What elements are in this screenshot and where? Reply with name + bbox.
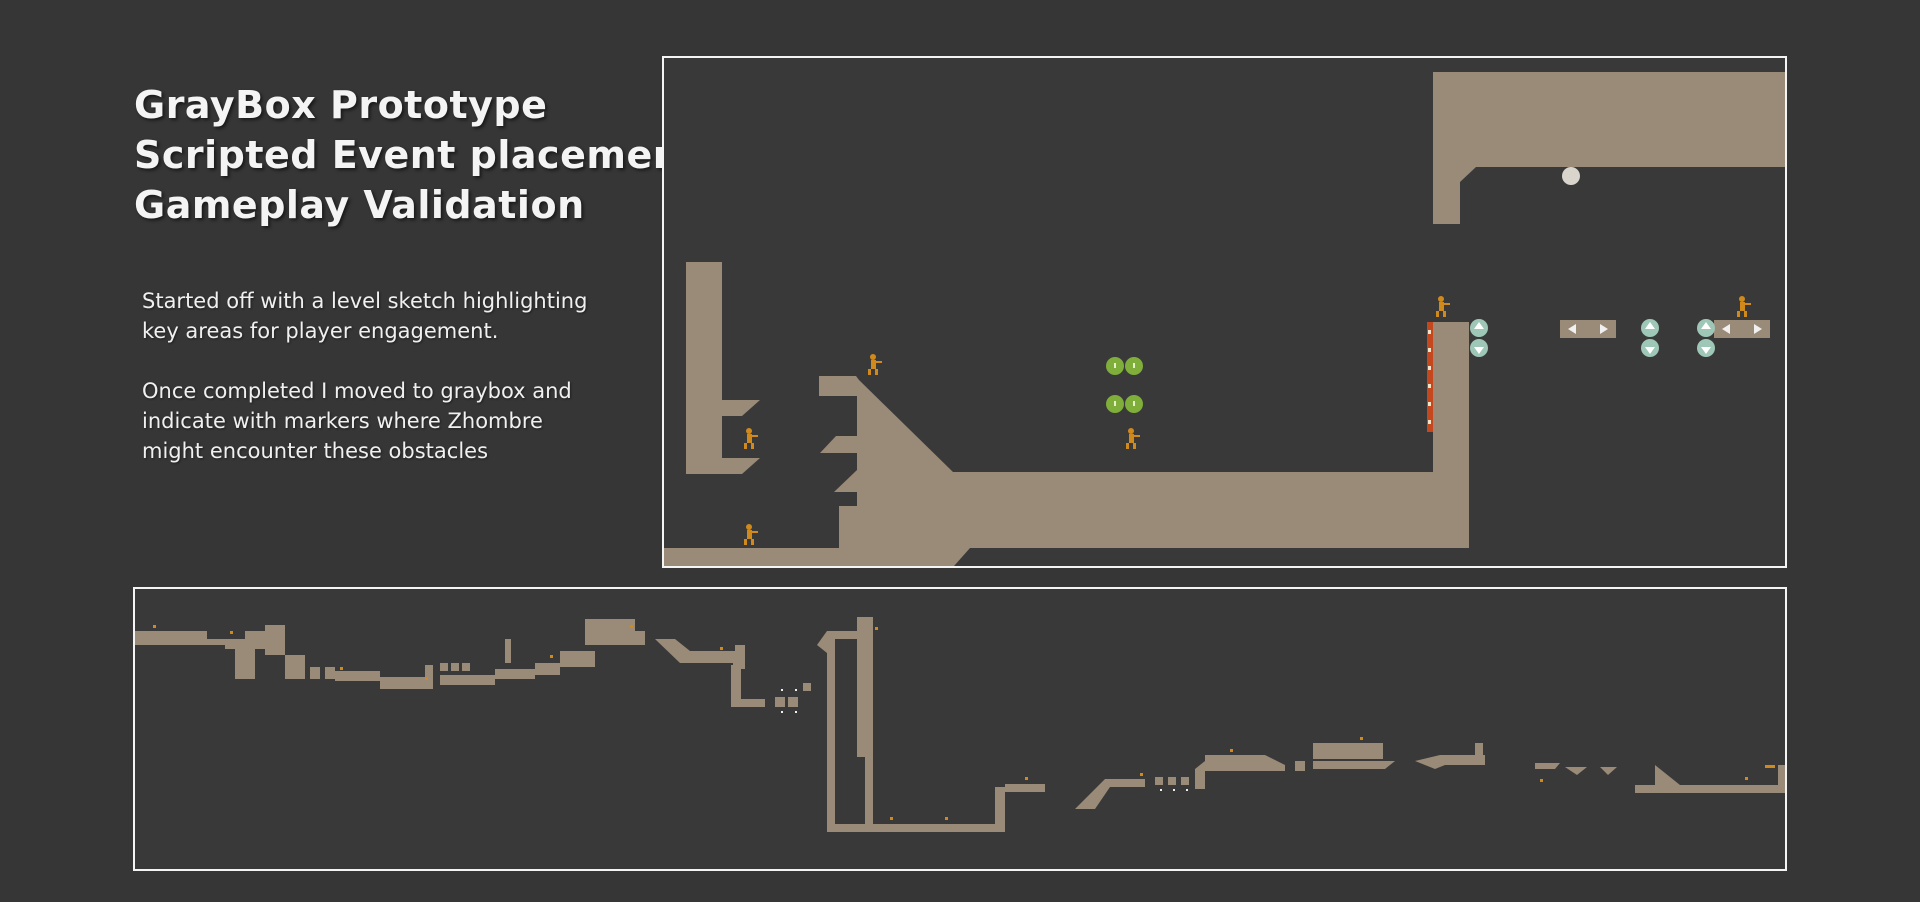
- page-title-line-1: GrayBox Prototype: [134, 83, 548, 127]
- description: Started off with a level sketch highligh…: [142, 286, 632, 496]
- hazard-strip: [1427, 322, 1433, 432]
- zombie-figure-icon: [1436, 296, 1450, 317]
- left-arrow-icon: [1722, 324, 1730, 334]
- title-block: GrayBox Prototype Scripted Event placeme…: [134, 80, 723, 230]
- zombie-figure-icon: [744, 428, 758, 449]
- enemy-markers: [744, 296, 1751, 545]
- green-orb-highlights: [1114, 363, 1135, 406]
- right-arrow-icon: [1754, 324, 1762, 334]
- moving-platform-1: [1560, 320, 1616, 338]
- elevator-markers: [1470, 319, 1715, 357]
- zombie-figure-icon: [1126, 428, 1140, 449]
- page-title-line-2: Scripted Event placements: [134, 133, 723, 177]
- up-down-arrow-icon: [1470, 319, 1488, 357]
- graybox-detail-view: [662, 56, 1787, 568]
- page-title-line-3: Gameplay Validation: [134, 183, 585, 227]
- zombie-figure-icon: [744, 524, 758, 545]
- ceiling-block: [1433, 72, 1785, 224]
- hazard-spikes: [1428, 330, 1431, 424]
- left-arrow-icon: [1568, 324, 1576, 334]
- zombie-figure-icon: [868, 354, 882, 375]
- description-paragraph-1: Started off with a level sketch highligh…: [142, 289, 588, 343]
- graybox-detail-canvas: [664, 72, 1785, 566]
- up-down-arrow-icon: [1697, 319, 1715, 357]
- zombie-figure-icon: [1737, 296, 1751, 317]
- left-column: [686, 262, 760, 474]
- moving-platform-arrows: [1568, 324, 1762, 334]
- description-paragraph-2: Once completed I moved to graybox and in…: [142, 379, 572, 463]
- bottom-left-floor: [664, 548, 839, 566]
- overview-event-markers: [781, 689, 1188, 791]
- up-down-arrow-icon: [1641, 319, 1659, 357]
- terrain: [664, 72, 1785, 566]
- green-orb-icon: [1106, 357, 1143, 413]
- level-overview-canvas: [135, 617, 1785, 832]
- overview-terrain: [135, 617, 1785, 832]
- right-arrow-icon: [1600, 324, 1608, 334]
- moving-platform-2: [1714, 320, 1770, 338]
- orb-icon: [1562, 167, 1580, 185]
- level-overview-map: [133, 587, 1787, 871]
- overview-enemy-markers: [153, 625, 1775, 820]
- main-floor: [819, 322, 1469, 566]
